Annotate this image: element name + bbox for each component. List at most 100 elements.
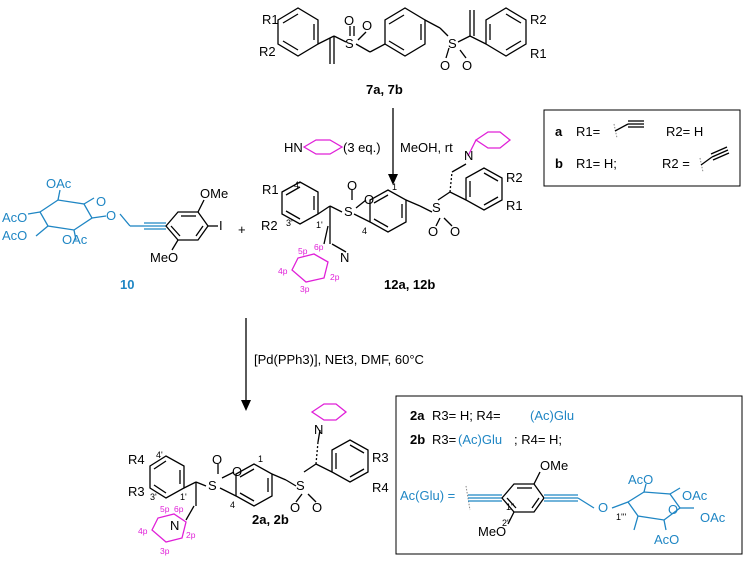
o-atom: O [344,13,354,28]
hn-atom: HN [284,140,303,155]
r2-label-7: R2 [530,12,547,27]
o-atom: O [462,58,472,73]
n-atom: N [464,148,473,163]
alkyne-substituent-a [613,120,644,139]
legend-key-2a: 2a [410,408,425,423]
glycoside-o-atom: O [598,500,608,515]
piperidine-ring-2-top [310,403,348,421]
position-4p: 4' [156,450,163,460]
compound-7-label: 7a, 7b [366,82,403,97]
s-atom: S [208,478,217,493]
oac-group: OAc [682,488,708,503]
legend-key-2b: 2b [410,432,425,447]
ome-group: OMe [200,186,228,201]
piperidine-4p: 4p [138,526,148,536]
legend-2b-text: R3= [432,432,456,447]
n-atom: N [170,518,179,533]
position-1: 1 [258,454,263,464]
step1-conditions: MeOH, rt [400,140,453,155]
glycoside-o-atom: O [106,208,116,223]
piperidine-ring-12-bottom [291,253,329,283]
meo-group: MeO [150,250,178,265]
amine-equivalents: (3 eq.) [343,140,381,155]
o-atom: O [364,192,374,207]
step2-conditions: [Pd(PPh3)], NEt3, DMF, 60°C [254,352,424,367]
r1-label-7: R1 [530,46,547,61]
piperidine-2p: 2p [330,272,340,282]
position-1pp: 1" [506,502,514,512]
compound-10-structure [27,189,218,251]
o-atom: O [440,58,450,73]
oac-group: OAc [62,232,88,247]
n-atom: N [340,250,349,265]
compound-12-structure [281,163,503,253]
compound-10-label: 10 [120,277,134,292]
compound-2-structure [149,429,369,521]
r1-label-12: R1 [506,198,523,213]
s-atom: S [345,36,354,51]
piperidine-ring-2-bottom [151,513,187,543]
legend-2a-text: R3= H; R4= [432,408,501,423]
n-atom: N [314,422,323,437]
r2-label-12: R2 [261,218,278,233]
position-1p: 1' [180,492,187,502]
product-legend-box [395,395,743,555]
position-3p: 3' [150,492,157,502]
r1-label-7: R1 [262,12,279,27]
s-atom: S [344,204,353,219]
position-3p: 3' [286,218,293,228]
step1-arrowhead [388,174,398,185]
piperidine-3p: 3p [160,546,170,556]
meo-group: MeO [478,524,506,539]
position-4p: 4' [294,180,301,190]
position-2pp: 2" [502,518,510,528]
r4-label-2: R4 [372,480,389,495]
piperidine-4p: 4p [278,266,288,276]
position-1p: 1' [316,220,323,230]
o-atom: O [232,464,242,479]
ome-group: OMe [540,458,568,473]
compound-2-label: 2a, 2b [252,512,289,527]
legend-a-r1: R1= [576,124,600,139]
aco-group: AcO [2,210,27,225]
r2-label-12: R2 [506,170,523,185]
piperidine-3p: 3p [300,284,310,294]
o-atom: O [362,18,372,33]
o-atom: O [347,178,357,193]
position-4: 4 [230,500,235,510]
aco-group: AcO [2,228,27,243]
substituent-legend-box [543,109,741,187]
alkyne-substituent-b [699,146,730,173]
r2-label-7: R2 [259,44,276,59]
compound-7-structure [277,7,527,64]
piperidine-reagent [302,139,344,155]
ring-o-atom: O [96,194,106,209]
acglu-label: Ac(Glu) = [400,488,455,503]
s-atom: S [432,200,441,215]
oac-group: OAc [46,176,72,191]
oac-group: OAc [700,510,726,525]
legend-b-r1: R1= H; [576,156,617,171]
legend-key-a: a [555,124,563,139]
iodo-atom: I [219,218,223,233]
piperidine-5p: 5p [298,246,308,256]
s-atom: S [296,478,305,493]
legend-b-r2: R2 = [662,156,690,171]
position-1ppp: 1''' [616,512,626,522]
o-atom: O [312,500,322,515]
aco-group: AcO [654,532,679,547]
r4-label-2: R4 [128,452,145,467]
o-atom: O [428,224,438,239]
legend-2b-text-2: ; R4= H; [514,432,562,447]
r3-label-2: R3 [128,484,145,499]
legend-key-b: b [555,156,563,171]
piperidine-2p: 2p [186,530,196,540]
legend-2a-glu: (Ac)Glu [530,408,574,423]
plus-sign: + [238,222,246,237]
acglu-structure [465,471,694,531]
position-1: 1 [392,182,397,192]
piperidine-6p: 6p [174,504,184,514]
s-atom: S [448,36,457,51]
piperidine-5p: 5p [160,504,170,514]
